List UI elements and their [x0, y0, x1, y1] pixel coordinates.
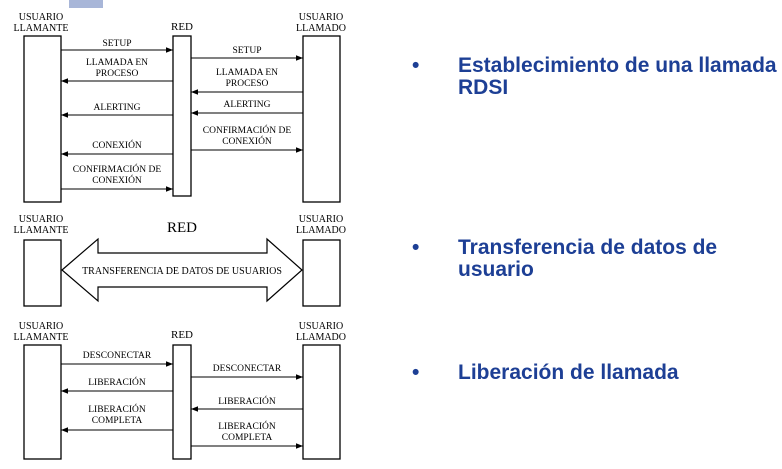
network-header: RED — [171, 329, 193, 341]
msg-llamada-left-2: PROCESO — [96, 69, 139, 79]
msg-confirm-left-1: CONFIRMACIÓN DE — [73, 163, 162, 175]
msg-alerting-left: ALERTING — [94, 103, 141, 113]
msg-confirm-right-1: CONFIRMACIÓN DE — [203, 124, 292, 136]
msg-libcompleta-right-2: COMPLETA — [222, 433, 273, 443]
msg-llamada-right-2: PROCESO — [226, 79, 269, 89]
msg-desconectar-right: DESCONECTAR — [213, 364, 282, 374]
called-header-line1: USUARIO — [299, 12, 343, 23]
network-header: RED — [167, 220, 197, 236]
msg-llamada-right-1: LLAMADA EN — [216, 68, 278, 78]
called-header-line1: USUARIO — [299, 214, 343, 225]
section-release: USUARIO LLAMANTE RED USUARIO LLAMADO DES… — [14, 321, 346, 460]
section-transfer: USUARIO LLAMANTE RED USUARIO LLAMADO TRA… — [14, 214, 346, 307]
msg-libcompleta-right-1: LIBERACIÓN — [218, 420, 276, 432]
msg-confirm-right-2: CONEXIÓN — [222, 135, 272, 147]
msg-liberacion-right: LIBERACIÓN — [218, 395, 276, 407]
called-header-line2: LLAMADO — [296, 23, 346, 34]
caller-header-line2: LLAMANTE — [14, 23, 69, 34]
isdn-call-diagram: USUARIO LLAMANTE RED USUARIO LLAMADO SET… — [14, 12, 346, 460]
network-box — [172, 35, 192, 197]
caller-header-line1: USUARIO — [19, 214, 63, 225]
msg-setup-right: SETUP — [232, 46, 261, 56]
caller-box — [23, 35, 62, 203]
section-establishment: USUARIO LLAMANTE RED USUARIO LLAMADO SET… — [14, 12, 346, 203]
caller-header-line2: LLAMANTE — [14, 225, 69, 236]
transfer-label: TRANSFERENCIA DE DATOS DE USUARIOS — [82, 266, 282, 277]
msg-confirm-left-2: CONEXIÓN — [92, 174, 142, 186]
bullet-dot: • — [412, 54, 420, 77]
bullet-text: Transferencia de datos de usuario — [458, 236, 718, 281]
bullet-text: Establecimiento de una llamada RDSI — [458, 54, 777, 99]
bullet-text: Liberación de llamada — [458, 361, 679, 384]
bullet-dot: • — [412, 361, 420, 384]
network-box — [172, 344, 192, 460]
called-box — [302, 239, 341, 307]
called-box — [302, 344, 341, 460]
msg-alerting-right: ALERTING — [224, 100, 271, 110]
caller-header-line1: USUARIO — [19, 321, 63, 332]
msg-libcompleta-left-2: COMPLETA — [92, 416, 143, 426]
network-header: RED — [171, 21, 193, 33]
msg-desconectar-left: DESCONECTAR — [83, 351, 152, 361]
msg-llamada-left-1: LLAMADA EN — [86, 58, 148, 68]
called-header-line2: LLAMADO — [296, 332, 346, 343]
caller-header-line1: USUARIO — [19, 12, 63, 23]
msg-liberacion-left: LIBERACIÓN — [88, 376, 146, 388]
called-box — [302, 35, 341, 203]
transfer-double-arrow — [61, 237, 303, 303]
caller-box — [23, 344, 62, 460]
caller-box — [23, 239, 62, 307]
msg-setup-left: SETUP — [102, 39, 131, 49]
caller-header-line2: LLAMANTE — [14, 332, 69, 343]
called-header-line1: USUARIO — [299, 321, 343, 332]
msg-libcompleta-left-1: LIBERACIÓN — [88, 403, 146, 415]
accent-bar — [69, 0, 103, 8]
called-header-line2: LLAMADO — [296, 225, 346, 236]
bullet-dot: • — [412, 236, 420, 259]
msg-conexion-left: CONEXIÓN — [92, 139, 142, 151]
